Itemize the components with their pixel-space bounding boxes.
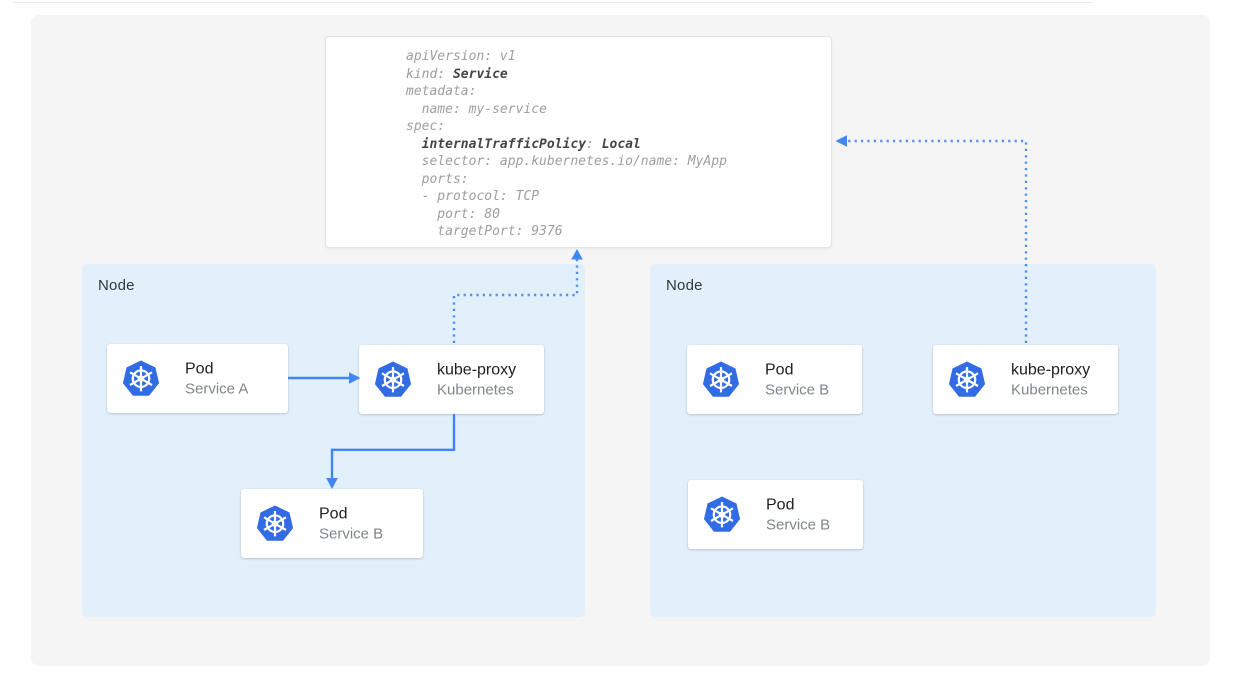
card-subtitle: Service B (765, 381, 830, 398)
kubernetes-logo-icon (948, 361, 986, 399)
code-line: targetPort: 9376 (406, 223, 821, 241)
code-line: - protocol: TCP (406, 188, 821, 206)
code-line: kind: Service (406, 66, 821, 84)
pod-service-b-left-card: Pod Service B (241, 489, 423, 558)
pod-service-b-right-upper-card: Pod Service B (687, 345, 862, 414)
code-token: name: my-service (406, 101, 547, 117)
code-line: port: 80 (406, 206, 821, 224)
kube-proxy-right-card: kube-proxy Kubernetes (933, 345, 1118, 414)
code-token (406, 137, 422, 152)
node-label: Node (666, 277, 703, 294)
card-subtitle: Kubernetes (437, 381, 514, 398)
code-token: selector: app.kubernetes.io/name: MyApp (406, 154, 727, 169)
code-line: ports: (406, 171, 821, 189)
top-divider (13, 2, 1093, 3)
card-title: kube-proxy (437, 361, 517, 378)
card-subtitle: Service B (319, 525, 384, 542)
code-token: targetPort: 9376 (406, 224, 563, 239)
code-token: apiVersion: v1 (406, 49, 516, 64)
kubernetes-logo-icon (703, 496, 741, 534)
code-line: spec: (406, 118, 821, 136)
pod-service-a-card: Pod Service A (107, 344, 288, 413)
code-token: - protocol: TCP (406, 189, 540, 204)
kubernetes-logo-icon (702, 361, 740, 399)
node-container-left: Node (82, 264, 585, 617)
code-line: selector: app.kubernetes.io/name: MyApp (406, 153, 821, 171)
kubernetes-logo-icon (374, 361, 412, 399)
card-title: Pod (766, 496, 795, 513)
pod-service-b-right-lower-card: Pod Service B (688, 480, 863, 549)
code-token: kind: (406, 66, 453, 82)
code-token: ports: (406, 171, 469, 187)
code-line: internalTrafficPolicy: Local (406, 136, 821, 154)
code-token: Service (452, 66, 508, 82)
code-token: metadata: (406, 84, 477, 99)
code-token: Local (601, 136, 641, 152)
node-container-right: Node (650, 264, 1156, 617)
code-token: : (586, 136, 602, 152)
card-title: Pod (319, 505, 348, 522)
card-subtitle: Service A (185, 380, 249, 397)
kubernetes-logo-icon (122, 360, 160, 398)
kubernetes-logo-icon (256, 505, 294, 543)
card-title: Pod (185, 360, 214, 377)
yaml-code-block: apiVersion: v1 kind: Service metadata: n… (326, 37, 831, 241)
code-line: metadata: (406, 83, 821, 101)
code-token: internalTrafficPolicy (421, 136, 587, 152)
card-subtitle: Kubernetes (1011, 381, 1088, 398)
code-line: apiVersion: v1 (406, 48, 821, 66)
code-line: name: my-service (406, 101, 821, 119)
card-subtitle: Service B (766, 516, 831, 533)
code-token: spec: (406, 119, 446, 134)
node-label: Node (98, 277, 135, 294)
card-title: kube-proxy (1011, 361, 1091, 378)
card-title: Pod (765, 361, 794, 378)
yaml-manifest-card: apiVersion: v1 kind: Service metadata: n… (325, 36, 832, 248)
kube-proxy-left-card: kube-proxy Kubernetes (359, 345, 544, 414)
code-token: port: 80 (406, 206, 500, 222)
